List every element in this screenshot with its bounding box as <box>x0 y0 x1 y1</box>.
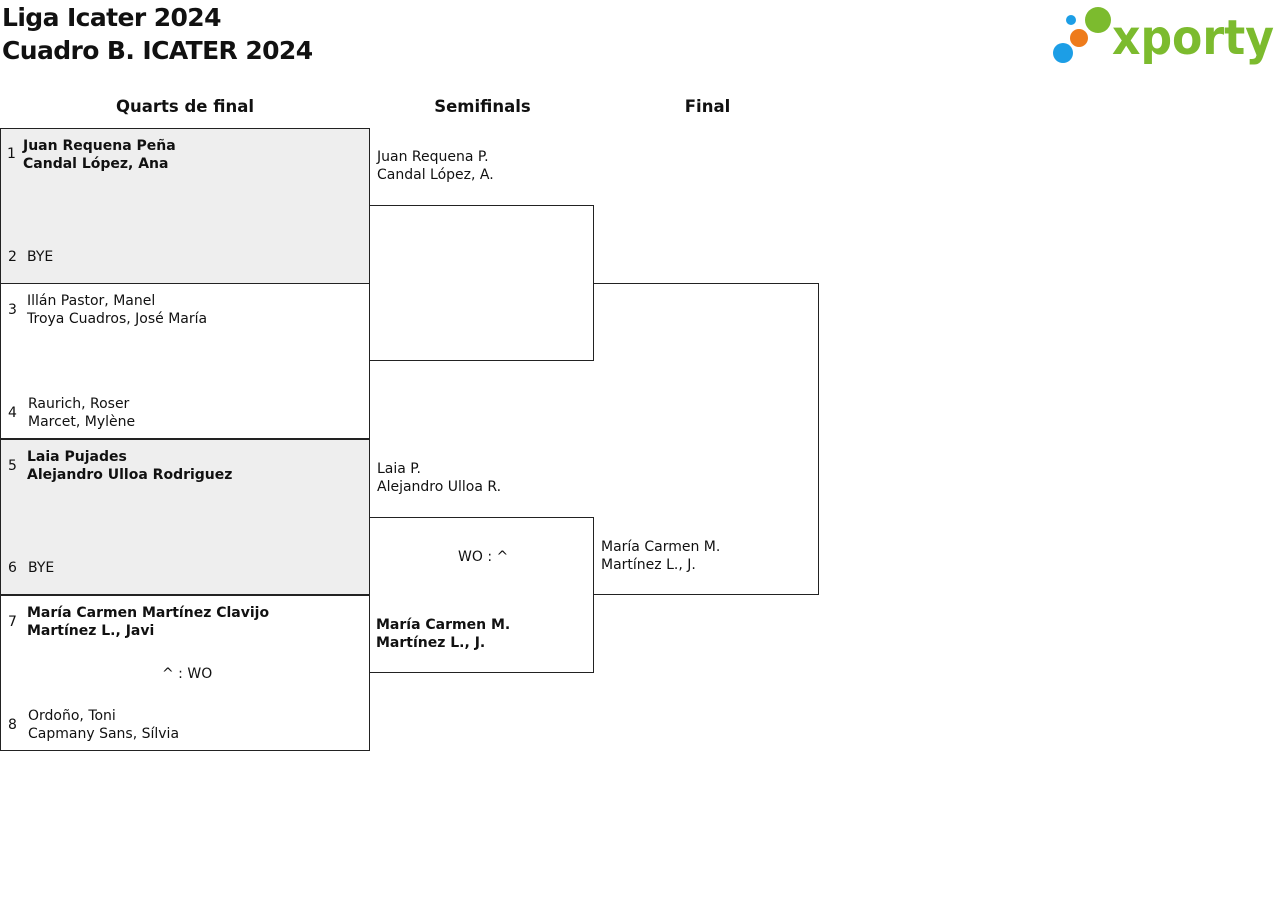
player-pair-top[interactable]: Illán Pastor, Manel Troya Cuadros, José … <box>27 292 207 328</box>
semifinal-2-top-pair[interactable]: Laia P. Alejandro Ulloa R. <box>377 460 501 496</box>
player-name: Candal López, A. <box>377 167 494 183</box>
player-name: Alejandro Ulloa R. <box>377 479 502 495</box>
tournament-title: Liga Icater 2024 <box>2 3 221 32</box>
quarterfinal-match-4: 7 María Carmen Martínez Clavijo Martínez… <box>0 595 370 751</box>
seed-number: 8 <box>8 717 17 733</box>
player-name: María Carmen Martínez Clavijo <box>27 605 270 621</box>
seed-number: 7 <box>8 614 17 630</box>
player-name: Martínez L., J. <box>376 635 486 651</box>
semifinal-1-top-pair[interactable]: Juan Requena P. Candal López, A. <box>377 148 494 184</box>
logo-wordmark: xporty <box>1112 10 1274 66</box>
logo-dot-blue-small <box>1066 15 1076 25</box>
player-name: Ordoño, Toni <box>28 708 116 724</box>
seed-number: 2 <box>8 249 17 265</box>
quarterfinal-match-1: 1 Juan Requena Peña Candal López, Ana 2 … <box>0 128 370 284</box>
semifinal-2-bottom-pair[interactable]: María Carmen M. Martínez L., J. <box>376 616 510 652</box>
player-name: BYE <box>27 249 54 265</box>
player-name: Candal López, Ana <box>23 156 169 172</box>
player-pair-bottom[interactable]: Ordoño, Toni Capmany Sans, Sílvia <box>28 707 179 743</box>
quarterfinal-match-3: 5 Laia Pujades Alejandro Ulloa Rodriguez… <box>0 439 370 595</box>
player-pair-bottom[interactable]: Raurich, Roser Marcet, Mylène <box>28 395 135 431</box>
seed-number: 3 <box>8 302 17 318</box>
player-name: Marcet, Mylène <box>28 414 136 430</box>
column-header-quarterfinals: Quarts de final <box>115 97 254 116</box>
semifinal-match-2: WO : ^ María Carmen M. Martínez L., J. <box>369 517 594 673</box>
logo-dot-orange <box>1070 29 1088 47</box>
player-name: Martínez L., Javi <box>27 623 155 639</box>
player-name: Juan Requena Peña <box>23 138 176 154</box>
final-bottom-pair[interactable]: María Carmen M. Martínez L., J. <box>601 538 720 574</box>
player-name: Capmany Sans, Sílvia <box>28 726 180 742</box>
column-header-semifinals: Semifinals <box>434 97 531 116</box>
player-name: Alejandro Ulloa Rodriguez <box>27 467 233 483</box>
quarterfinal-match-2: 3 Illán Pastor, Manel Troya Cuadros, Jos… <box>0 283 370 439</box>
player-pair-top[interactable]: María Carmen Martínez Clavijo Martínez L… <box>27 604 269 640</box>
match-score: ^ : WO <box>162 666 213 682</box>
bracket-title: Cuadro B. ICATER 2024 <box>2 36 313 65</box>
xporty-logo: xporty <box>1053 7 1274 66</box>
final-match: María Carmen M. Martínez L., J. <box>594 283 819 595</box>
player-name: Troya Cuadros, José María <box>27 311 208 327</box>
logo-dot-blue <box>1053 43 1073 63</box>
player-name: BYE <box>28 560 55 576</box>
player-pair-top[interactable]: Laia Pujades Alejandro Ulloa Rodriguez <box>27 448 232 484</box>
seed-number: 1 <box>7 146 16 162</box>
player-pair-top[interactable]: Juan Requena Peña Candal López, Ana <box>23 137 176 173</box>
player-name: María Carmen M. <box>601 539 721 555</box>
player-name: Laia P. <box>377 461 422 477</box>
seed-number: 6 <box>8 560 17 576</box>
player-name: Illán Pastor, Manel <box>27 293 156 309</box>
match-score: WO : ^ <box>458 549 509 565</box>
player-name: Raurich, Roser <box>28 396 130 412</box>
logo-dot-green <box>1085 7 1111 33</box>
column-header-final: Final <box>684 97 731 116</box>
player-name: Martínez L., J. <box>601 557 696 573</box>
player-name: María Carmen M. <box>376 617 511 633</box>
player-pair-bottom[interactable]: BYE <box>28 559 54 577</box>
player-name: Laia Pujades <box>27 449 127 465</box>
seed-number: 4 <box>8 405 17 421</box>
seed-number: 5 <box>8 458 17 474</box>
player-name: Juan Requena P. <box>377 149 489 165</box>
player-pair-bottom[interactable]: BYE <box>27 248 53 266</box>
semifinal-match-1 <box>369 205 594 361</box>
